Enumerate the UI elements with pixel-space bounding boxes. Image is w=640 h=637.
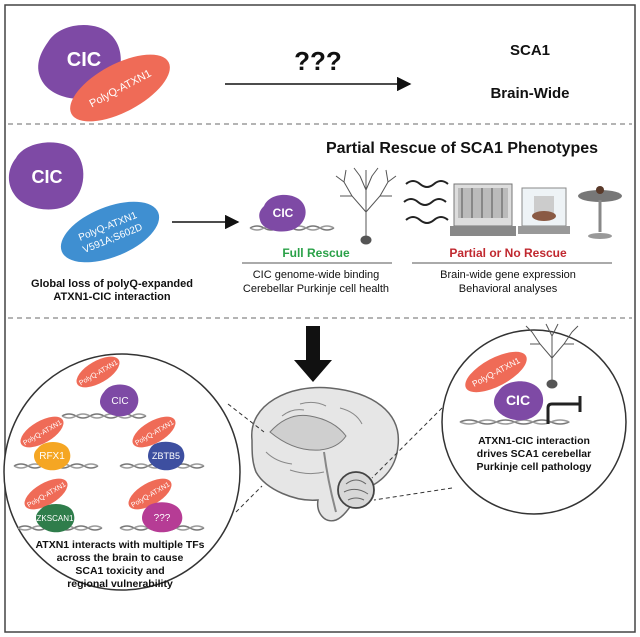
cic-blob-middle (8, 142, 84, 210)
sca1-label: SCA1 (510, 42, 550, 59)
complex-cic: PolyQ-ATXN1 CIC (61, 356, 147, 419)
complex-unknown-tf: PolyQ-ATXN1 ??? (119, 478, 205, 533)
complex-rfx1: PolyQ-ATXN1 RFX1 (13, 416, 99, 471)
brain-icon (251, 386, 400, 522)
connector-right-bottom (373, 487, 453, 501)
cic-on-dna-label: CIC (273, 206, 294, 220)
left-caption-line2: ATXN1-CIC interaction (53, 291, 170, 303)
complex-zkscan1-label: ZKSCAN1 (37, 514, 74, 523)
middle-panel: CIC PolyQ-ATXN1 V591A;S602D Global loss … (8, 140, 622, 303)
brain-wide-label: Brain-Wide (490, 85, 569, 102)
right-polyq-atxn1-blob (465, 351, 527, 393)
purkinje-neuron-icon (335, 167, 397, 245)
partial-rescue-item-2: Behavioral analyses (459, 283, 558, 295)
fear-conditioning-icon (518, 187, 570, 234)
right-purkinje-neuron-icon (525, 323, 579, 389)
right-panel-caption-3: Purkinje cell pathology (477, 461, 592, 473)
connector-left-bottom (235, 485, 263, 513)
top-panel: CIC PolyQ-ATXN1 ??? SCA1 Brain-Wide (38, 24, 570, 122)
left-panel-caption-2: across the brain to cause (57, 552, 184, 564)
right-panel-caption-2: drives SCA1 cerebellar (477, 448, 591, 460)
partial-rescue-item-1: Brain-wide gene expression (440, 269, 576, 281)
balance-beam-icon (578, 186, 622, 239)
right-panel-caption-1: ATXN1-CIC interaction (478, 435, 590, 447)
full-rescue-item-2: Cerebellar Purkinje cell health (243, 283, 389, 295)
repression-symbol (546, 402, 580, 424)
full-rescue-item-1: CIC genome-wide binding (253, 269, 380, 281)
connector-right-top (371, 407, 443, 479)
left-panel-caption-4: regional vulnerability (67, 578, 173, 590)
right-cic-blob (494, 381, 544, 421)
middle-title: Partial Rescue of SCA1 Phenotypes (326, 140, 598, 157)
mutant-atxn1-blob (60, 201, 160, 263)
bottom-panel: PolyQ-ATXN1 CIC PolyQ-ATXN1 RFX1 PolyQ-A… (3, 323, 627, 591)
cic-label-top: CIC (67, 49, 101, 71)
left-caption-line1: Global loss of polyQ-expanded (31, 278, 193, 290)
cic-label-middle: CIC (32, 167, 63, 187)
unknown-mechanism-label: ??? (294, 46, 342, 76)
complex-unknown-tf-label: ??? (154, 513, 171, 524)
cic-on-dna-blob (259, 194, 306, 232)
complex-rfx1-label: RFX1 (39, 451, 65, 462)
left-panel-caption-3: SCA1 toxicity and (75, 565, 164, 577)
complex-zbtb5-label: ZBTB5 (152, 451, 180, 461)
gene-expression-icon (403, 180, 449, 224)
polyq-atxn1-blob-top (70, 54, 170, 122)
partial-rescue-heading: Partial or No Rescue (449, 246, 567, 260)
complex-cic-label: CIC (111, 396, 128, 407)
down-arrow (294, 326, 332, 382)
connector-left-top (227, 403, 265, 433)
full-rescue-heading: Full Rescue (282, 246, 350, 260)
rotarod-icon (450, 183, 516, 236)
right-cic-label: CIC (506, 392, 530, 408)
left-panel-caption-1: ATXN1 interacts with multiple TFs (36, 539, 205, 551)
